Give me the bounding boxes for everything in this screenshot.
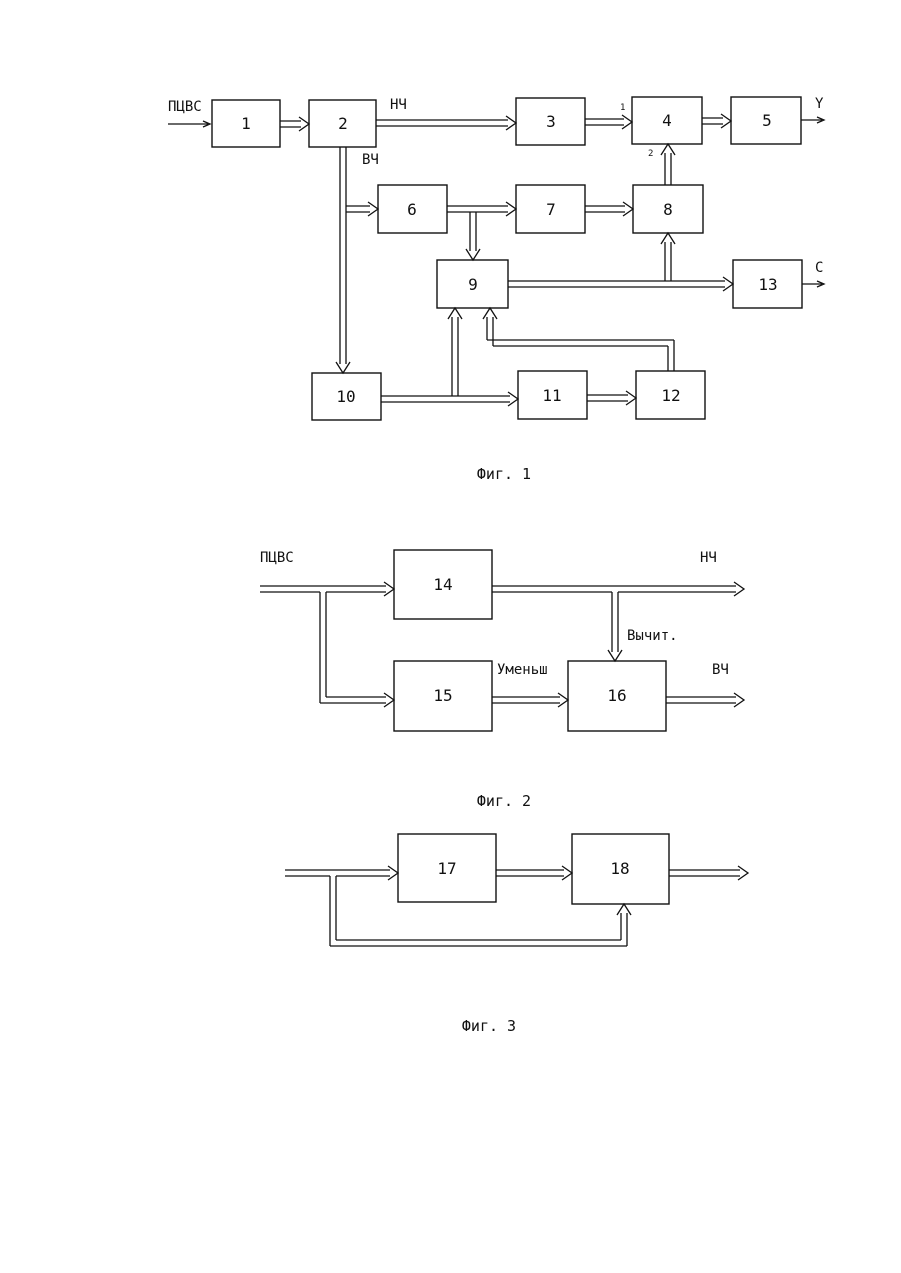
- fig2-lf-label: НЧ: [700, 550, 717, 566]
- port-2-label: 2: [648, 149, 653, 159]
- block-15-label: 15: [433, 686, 452, 705]
- figure-2: 14 15 16 ПЦВС НЧ ВЧ Вычит. Уменьш: [260, 550, 744, 810]
- block-8-label: 8: [663, 200, 673, 219]
- fig3-buses: [285, 866, 748, 946]
- block-7-label: 7: [546, 200, 556, 219]
- block-11-label: 11: [542, 386, 561, 405]
- block-5-label: 5: [762, 111, 772, 130]
- block-6-label: 6: [407, 200, 417, 219]
- block-3-label: 3: [546, 112, 556, 131]
- block-17-label: 17: [437, 859, 456, 878]
- hf-label: ВЧ: [362, 152, 379, 168]
- lf-label: НЧ: [390, 97, 407, 113]
- fig2-buses: [260, 582, 744, 707]
- block-4-label: 4: [662, 111, 672, 130]
- reduce-label: Уменьш: [497, 662, 548, 678]
- figure-3-caption: Фиг. 3: [462, 1017, 516, 1035]
- block-1-label: 1: [241, 114, 251, 133]
- input-label: ПЦВС: [168, 99, 202, 115]
- block-16-label: 16: [607, 686, 626, 705]
- block-2-label: 2: [338, 114, 348, 133]
- block-12-label: 12: [661, 386, 680, 405]
- figure-2-caption: Фиг. 2: [477, 792, 531, 810]
- output-y-label: Y: [815, 96, 824, 112]
- fig2-input-label: ПЦВС: [260, 550, 294, 566]
- fig2-hf-label: ВЧ: [712, 662, 729, 678]
- figure-3: 17 18 Фиг. 3: [285, 834, 748, 1035]
- block-10-label: 10: [336, 387, 355, 406]
- block-13-label: 13: [758, 275, 777, 294]
- port-1-label: 1: [620, 103, 625, 113]
- figure-1: 1 2 3 4 5 6 7 8 9 13 10 11 12 ПЦВС НЧ ВЧ…: [168, 96, 824, 483]
- block-18-label: 18: [610, 859, 629, 878]
- subtract-label: Вычит.: [627, 628, 678, 644]
- block-14-label: 14: [433, 575, 452, 594]
- figure-1-caption: Фиг. 1: [477, 465, 531, 483]
- block-9-label: 9: [468, 275, 478, 294]
- output-c-label: C: [815, 260, 823, 276]
